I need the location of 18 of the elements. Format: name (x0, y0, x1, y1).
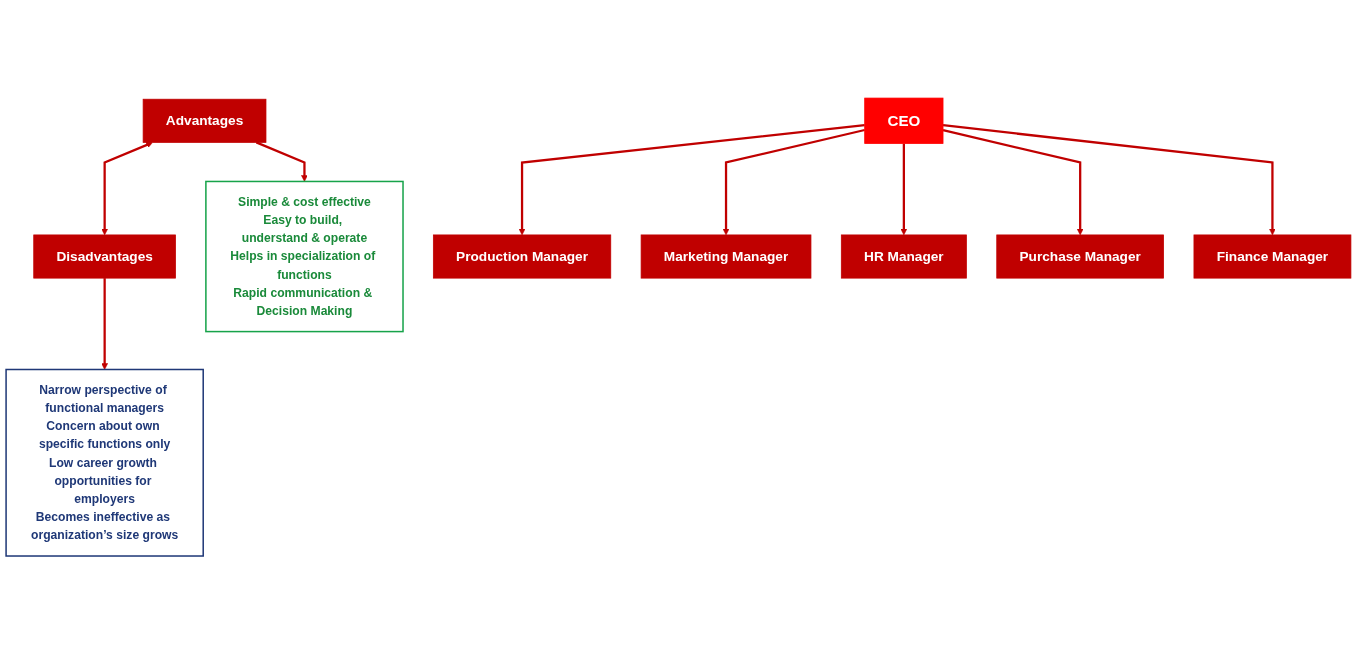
arrow (942, 128, 1084, 236)
node-box: Finance Manager (1193, 234, 1352, 279)
node-box: Advantages (142, 98, 267, 143)
node-box: Narrow perspective of functional managers Concern about own specific functions only Low career growth opportunities for employers Becomes ineffective as organization’s size grows (5, 368, 204, 557)
arrow (722, 128, 865, 236)
arrow (942, 124, 1276, 236)
node-box: HR Manager (840, 234, 967, 279)
node-box: Marketing Manager (640, 234, 812, 279)
arrow (900, 143, 908, 236)
arrow (518, 123, 865, 236)
node-box: Simple & cost effective Easy to build, understand & operate Helps in specialization of functions Rapid communication & Decision Making (205, 180, 404, 333)
arrow (255, 141, 308, 182)
node-box: CEO (864, 97, 944, 144)
node-box: Purchase Manager (996, 234, 1164, 279)
node-box: Production Manager (432, 234, 612, 279)
arrow (101, 141, 153, 236)
node-box: Disadvantages (33, 234, 176, 279)
arrow (101, 278, 108, 370)
